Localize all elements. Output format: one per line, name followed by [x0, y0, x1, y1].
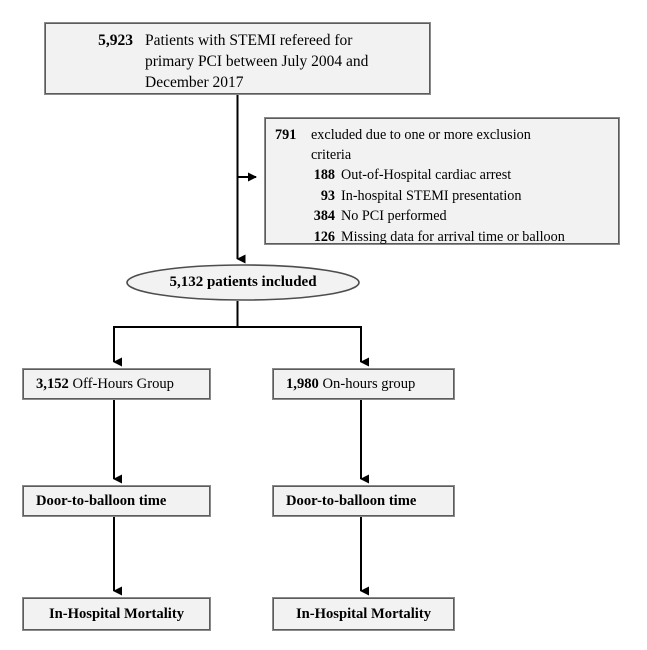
- source-text-1: Patients with STEMI refereed for: [145, 32, 353, 49]
- criterion-count: 126: [313, 228, 335, 245]
- node-border: [273, 369, 454, 399]
- source-line-2: primary PCI between July 2004 and: [45, 51, 420, 72]
- mortality-label: In-Hospital Mortality: [49, 605, 184, 622]
- node-source-population: 5,923 Patients with STEMI refereed for pr…: [44, 22, 431, 95]
- off-hours-count: 3,152: [36, 375, 69, 392]
- excluded-count: 791: [275, 127, 297, 143]
- source-text-2: primary PCI between July 2004 and: [145, 53, 369, 70]
- off-hours-group-text: 3,152 Off-Hours Group: [23, 376, 174, 393]
- node-border: [23, 369, 210, 399]
- included-label: 5,132 patients included: [169, 274, 317, 290]
- source-line-1: 5,923 Patients with STEMI refereed for: [45, 30, 420, 51]
- source-text-3: December 2017: [145, 74, 244, 91]
- node-included-ellipse: 5,132 patients included: [126, 264, 360, 301]
- excluded-header-line: 791 excluded due to one or more exclusion: [265, 126, 619, 146]
- door-to-balloon-label: Door-to-balloon time: [286, 492, 417, 509]
- on-hours-group-text: 1,980 On-hours group: [273, 376, 415, 393]
- node-border: [265, 118, 619, 244]
- mortality-label: In-Hospital Mortality: [296, 605, 431, 622]
- node-on-hours-group: 1,980 On-hours group: [272, 368, 455, 400]
- node-border: [23, 598, 210, 630]
- criterion-count: 384: [313, 208, 335, 224]
- off-hours-label: Off-Hours Group: [72, 375, 174, 392]
- node-border: [45, 23, 430, 94]
- node-border: [273, 598, 454, 630]
- criterion-count: 93: [320, 187, 335, 204]
- node-mortality-on-hours: In-Hospital Mortality: [272, 597, 455, 631]
- exclusion-criterion-item: 384 No PCI performed: [265, 206, 619, 227]
- criterion-label: No PCI performed: [341, 208, 447, 224]
- excluded-text-1: excluded due to one or more exclusion: [311, 127, 531, 143]
- node-border: [273, 486, 454, 516]
- criterion-label: In-hospital STEMI presentation: [341, 187, 522, 204]
- node-border: [23, 486, 210, 516]
- criterion-label: Missing data for arrival time or balloon: [341, 228, 565, 245]
- ellipse-shape: [126, 264, 360, 301]
- on-hours-label: On-hours group: [322, 375, 416, 392]
- exclusion-criterion-item: 93 In-hospital STEMI presentation: [265, 186, 619, 207]
- exclusion-criterion-item: 188 Out-of-Hospital cardiac arrest: [265, 165, 619, 186]
- excluded-header-line-2: criteria: [311, 146, 352, 163]
- node-excluded: 791 excluded due to one or more exclusion…: [264, 117, 620, 245]
- source-line-3: December 2017: [45, 72, 420, 93]
- node-mortality-off-hours: In-Hospital Mortality: [22, 597, 211, 631]
- criterion-count: 188: [313, 167, 335, 183]
- exclusion-criterion-item: 126 Missing data for arrival time or ball…: [265, 227, 619, 248]
- node-off-hours-group: 3,152 Off-Hours Group: [22, 368, 211, 400]
- criterion-label: Out-of-Hospital cardiac arrest: [341, 167, 512, 183]
- node-door-to-balloon-off-hours: Door-to-balloon time: [22, 485, 211, 517]
- on-hours-count: 1,980: [286, 375, 319, 392]
- door-to-balloon-label: Door-to-balloon time: [36, 492, 167, 509]
- source-count: 5,923: [98, 32, 133, 49]
- node-door-to-balloon-on-hours: Door-to-balloon time: [272, 485, 455, 517]
